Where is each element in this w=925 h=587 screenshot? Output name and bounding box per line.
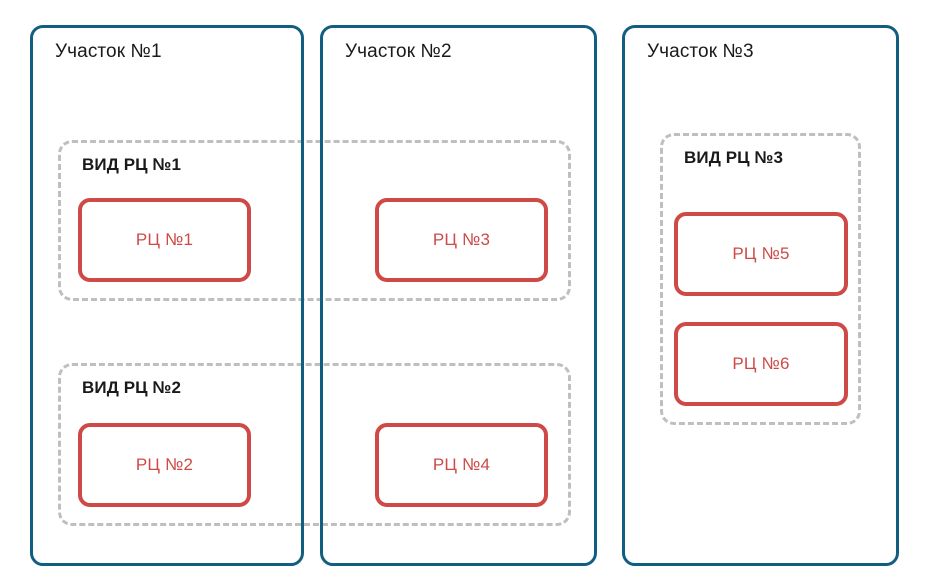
group-region-vid-rc-1[interactable]: ВИД РЦ №1 (58, 140, 571, 301)
panel-title: Участок №1 (55, 41, 162, 62)
node-label: РЦ №2 (135, 455, 194, 474)
node-label: РЦ №3 (432, 230, 491, 249)
node-rc-5[interactable]: РЦ №5 (674, 212, 848, 296)
group-label: ВИД РЦ №2 (82, 378, 182, 397)
node-rc-4[interactable]: РЦ №4 (375, 423, 548, 507)
node-label: РЦ №4 (432, 455, 491, 474)
node-label: РЦ №1 (135, 230, 194, 249)
node-label: РЦ №5 (732, 244, 790, 263)
panel-uchastok-2[interactable]: Участок №2 (320, 25, 597, 566)
node-rc-6[interactable]: РЦ №6 (674, 322, 848, 406)
panel-uchastok-3[interactable]: Участок №3 (622, 25, 899, 566)
group-label: ВИД РЦ №3 (684, 148, 784, 167)
group-label: ВИД РЦ №1 (82, 155, 182, 174)
group-region-vid-rc-3[interactable]: ВИД РЦ №3 (660, 133, 861, 425)
panel-title: Участок №2 (345, 41, 452, 62)
node-rc-2[interactable]: РЦ №2 (78, 423, 251, 507)
group-region-vid-rc-2[interactable]: ВИД РЦ №2 (58, 363, 571, 526)
node-rc-3[interactable]: РЦ №3 (375, 198, 548, 282)
panel-uchastok-1[interactable]: Участок №1 (30, 25, 304, 566)
node-label: РЦ №6 (732, 354, 790, 373)
node-rc-1[interactable]: РЦ №1 (78, 198, 251, 282)
panel-title: Участок №3 (647, 41, 754, 62)
